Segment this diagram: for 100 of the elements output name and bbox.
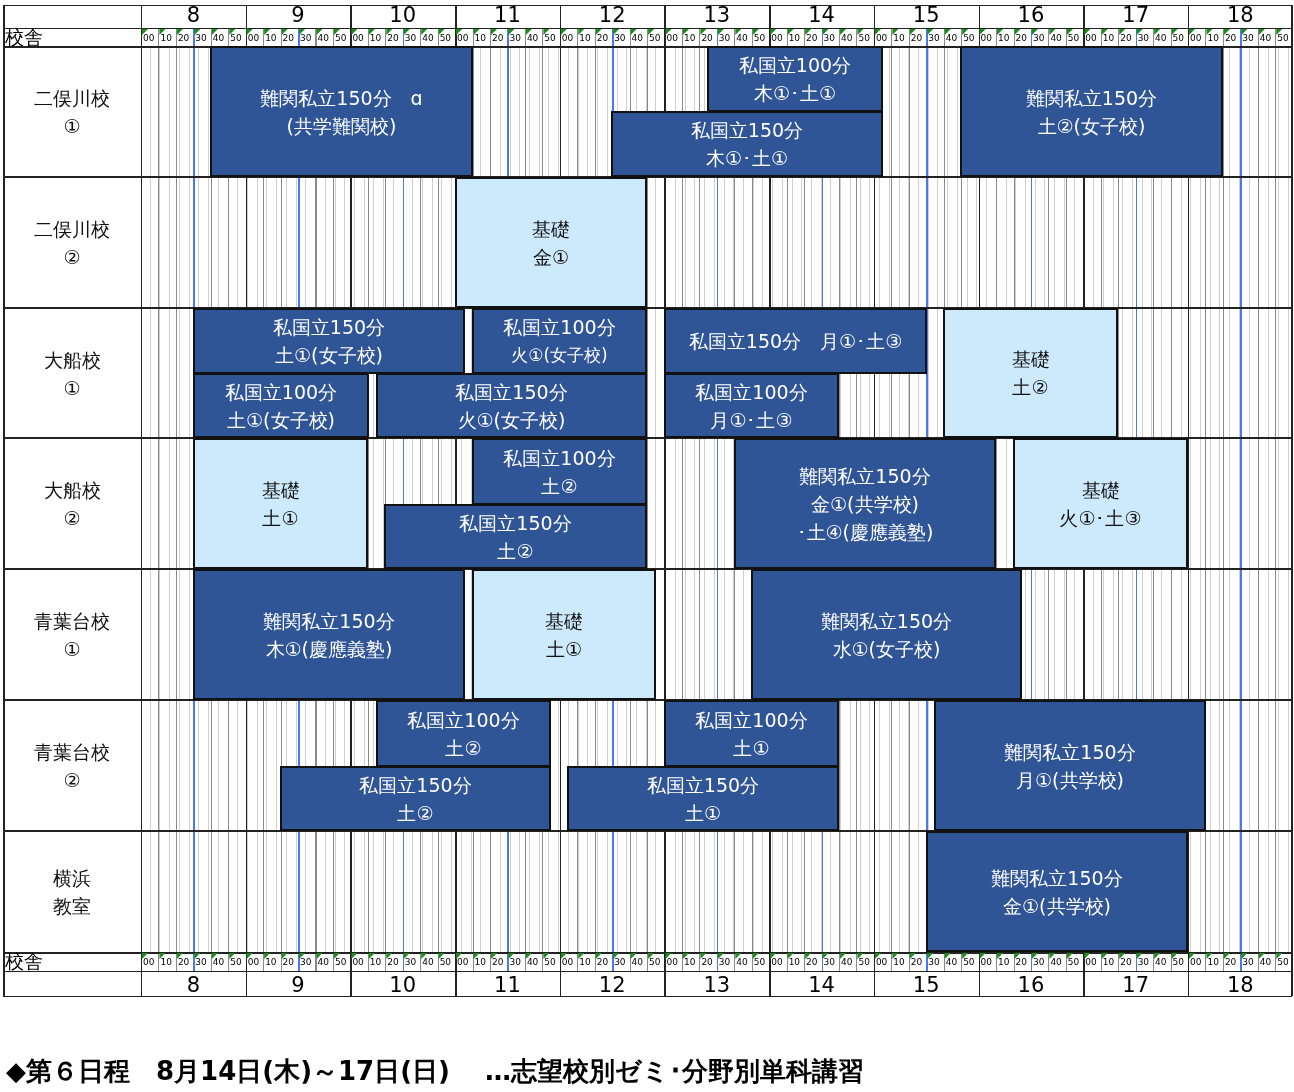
minute-label: 50 <box>544 956 556 968</box>
minute-label: 40 <box>1155 956 1167 968</box>
minute-label: 40 <box>631 956 644 968</box>
minute-label: 20 <box>1224 956 1237 968</box>
hour-label: 18 <box>1225 973 1255 997</box>
course-title: 基礎 <box>1011 347 1050 372</box>
course-block <box>567 766 839 831</box>
basic-course-block <box>455 177 647 308</box>
minute-label: 40 <box>736 32 748 44</box>
hour-label: 10 <box>388 973 418 997</box>
minute-label: 40 <box>212 32 225 44</box>
minute-label: 20 <box>701 32 713 44</box>
minute-label: 00 <box>561 956 574 968</box>
course-schedule: 土② <box>1012 375 1049 400</box>
minute-label: 30 <box>300 956 312 968</box>
course-title: 私国立100分 <box>695 707 808 733</box>
minute-label: 00 <box>1085 956 1097 968</box>
minute-label: 40 <box>1155 32 1167 44</box>
course-title: 私国立150分 <box>459 510 572 536</box>
course-schedule: 土①(女子校) <box>275 343 383 368</box>
course-title: 私国立150分 <box>272 315 386 340</box>
minute-label: 50 <box>1277 956 1289 968</box>
minute-label: 40 <box>526 956 539 968</box>
hour-label: 17 <box>1121 973 1150 997</box>
minute-label: 10 <box>683 956 696 968</box>
minute-label: 10 <box>474 956 486 968</box>
schedule-caption: ◆第６日程 8月14日(木)～17日(日) …志望校別ゼミ･分野別単科講習 <box>6 1055 865 1088</box>
course-schedule: 土① <box>545 636 582 662</box>
minute-label: 50 <box>1277 32 1289 44</box>
course-block <box>472 308 647 374</box>
minute-label: 10 <box>579 32 591 44</box>
minute-label: 10 <box>1102 32 1115 44</box>
course-schedule: 土① <box>262 505 299 531</box>
minute-label: 40 <box>422 32 434 44</box>
minute-label: 40 <box>1259 956 1272 968</box>
course-block <box>193 569 465 700</box>
minute-label: 20 <box>1015 956 1027 968</box>
minute-label: 00 <box>1190 956 1202 968</box>
course-block <box>664 308 927 374</box>
minute-label: 20 <box>282 956 295 968</box>
course-schedule: 土② <box>541 473 578 499</box>
minute-label: 20 <box>177 956 190 968</box>
minute-label: 00 <box>1085 32 1097 44</box>
room-number: ② <box>63 768 81 793</box>
course-schedule: 火①(女子校) <box>511 344 608 367</box>
minute-label: 20 <box>910 956 923 968</box>
minute-label: 30 <box>1242 32 1254 44</box>
minute-label: 10 <box>788 32 801 44</box>
minute-label: 50 <box>1067 956 1080 968</box>
course-schedule: 土② <box>397 800 434 826</box>
minute-label: 10 <box>893 956 905 968</box>
minute-label: 00 <box>771 32 783 44</box>
minute-label: 30 <box>509 32 521 44</box>
campus-name: 大船校 <box>43 478 101 503</box>
minute-label: 50 <box>439 32 452 44</box>
minute-label: 30 <box>718 956 731 968</box>
course-block <box>376 373 647 438</box>
course-title: 私国立100分 <box>503 315 616 340</box>
minute-label: 40 <box>212 956 225 968</box>
minute-label: 10 <box>160 32 172 44</box>
minute-label: 00 <box>666 32 678 44</box>
minute-label: 30 <box>404 32 417 44</box>
campus-name: 横浜 <box>53 866 91 891</box>
minute-label: 00 <box>457 32 469 44</box>
minute-label: 40 <box>317 956 329 968</box>
minute-label: 40 <box>526 32 539 44</box>
minute-label: 20 <box>387 956 399 968</box>
minute-label: 20 <box>596 32 609 44</box>
course-block <box>926 831 1188 952</box>
hour-label: 15 <box>911 3 941 27</box>
minute-label: 40 <box>1050 32 1062 44</box>
course-schedule: 土② <box>497 538 534 564</box>
campus-name: 青葉台校 <box>34 740 110 765</box>
minute-label: 20 <box>1015 32 1027 44</box>
course-title: 基礎 <box>532 216 570 242</box>
course-schedule: 月①(共学校) <box>1016 767 1124 793</box>
minute-label: 10 <box>1207 956 1219 968</box>
course-block <box>376 700 551 767</box>
room-number: ① <box>63 637 81 662</box>
hour-label: 10 <box>388 3 418 27</box>
minute-label: 30 <box>1032 956 1045 968</box>
minute-label: 00 <box>352 956 364 968</box>
minute-label: 20 <box>177 32 190 44</box>
course-title: 難関私立150分 <box>1004 739 1136 765</box>
minute-label: 50 <box>544 32 556 44</box>
minute-label: 00 <box>457 956 469 968</box>
minute-label: 00 <box>666 956 678 968</box>
minute-label: 50 <box>334 32 347 44</box>
minute-label: 50 <box>230 956 242 968</box>
course-block <box>664 373 839 438</box>
minute-label: 50 <box>649 956 661 968</box>
minute-label: 50 <box>334 956 347 968</box>
course-schedule: 金① <box>532 244 569 270</box>
minute-label: 30 <box>614 32 626 44</box>
minute-label: 40 <box>945 956 958 968</box>
minute-label: 40 <box>1259 32 1272 44</box>
course-title: 難関私立150分 <box>991 865 1123 891</box>
course-schedule: 土① <box>733 735 770 761</box>
minute-label: 20 <box>492 956 504 968</box>
minute-label: 40 <box>631 32 644 44</box>
